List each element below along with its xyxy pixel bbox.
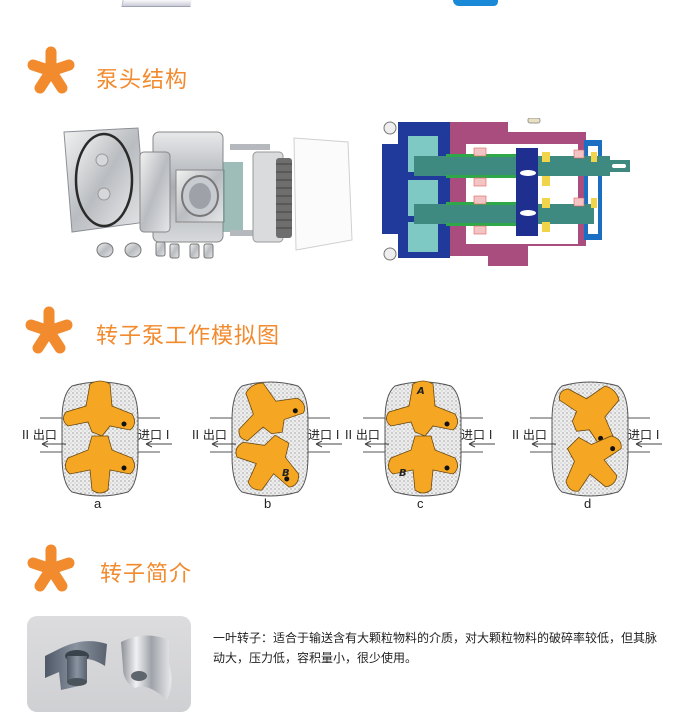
pump-simulation-diagram: II 出口 进口 I c A B (343, 380, 503, 511)
rotor-chamber-illustration (210, 381, 342, 497)
chamber-marker: B (399, 468, 407, 479)
asterisk-icon (27, 46, 75, 94)
rotor-description-line-2: 动大，压力低，容积量小，很少使用。 (213, 651, 418, 665)
rotor-chamber-illustration (530, 381, 662, 497)
rotor-description-line-1: 一叶转子：适合于输送含有大颗粒物料的介质，对大颗粒物料的破碎率较低，但其脉 (213, 631, 658, 645)
outlet-label: II 出口 (192, 428, 227, 442)
inlet-label: 进口 I (628, 428, 660, 442)
section-title: 泵头结构 (96, 68, 189, 93)
inlet-label: 进口 I (138, 428, 170, 442)
single-lobe-rotor-photo (27, 616, 191, 712)
section-header-rotor-intro: 转子简介 (0, 542, 700, 602)
chamber-marker: A (417, 386, 425, 397)
diagram-caption: b (264, 496, 272, 511)
exploded-pump-head-photo (63, 127, 353, 259)
section-header-simulation: 转子泵工作模拟图 (0, 304, 700, 364)
section-header-pump-head: 泵头结构 (0, 46, 700, 106)
outlet-label: II 出口 (512, 428, 547, 442)
previous-image-fragment-left (121, 0, 192, 7)
chamber-marker: B (282, 468, 290, 479)
pump-simulation-diagram: II 出口 进口 I a (20, 380, 180, 511)
diagram-caption: a (94, 496, 102, 511)
inlet-label: 进口 I (308, 428, 340, 442)
pump-cross-section-diagram (382, 118, 630, 266)
diagram-caption: c (417, 496, 424, 511)
diagram-caption: d (584, 496, 592, 511)
inlet-label: 进口 I (461, 428, 493, 442)
rotor-description: 一叶转子：适合于输送含有大颗粒物料的介质，对大颗粒物料的破碎率较低，但其脉 动大… (213, 628, 683, 668)
previous-image-fragment-right (453, 0, 498, 6)
asterisk-icon (25, 306, 73, 354)
rotor-chamber-illustration (40, 380, 172, 497)
asterisk-icon (27, 544, 75, 592)
section-title: 转子简介 (100, 562, 193, 587)
rotor-chamber-illustration (363, 380, 495, 497)
section-title: 转子泵工作模拟图 (96, 324, 281, 349)
pump-simulation-diagram: II 出口 进口 I b B (190, 380, 350, 511)
outlet-label: II 出口 (345, 428, 380, 442)
outlet-label: II 出口 (22, 428, 57, 442)
rotor-image (45, 635, 172, 700)
pump-simulation-diagram: II 出口 进口 I d (510, 380, 670, 511)
